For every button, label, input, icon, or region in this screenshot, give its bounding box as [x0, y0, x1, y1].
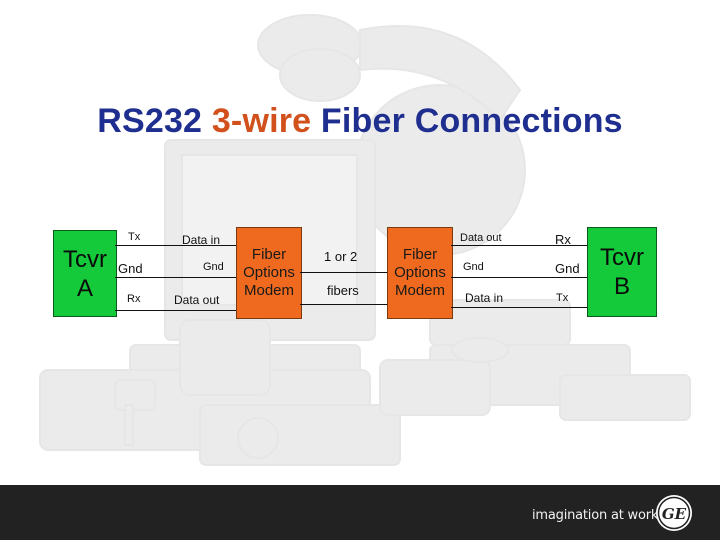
- ge-logo-text: GE: [662, 505, 687, 523]
- transceiver-b-line2: B: [613, 273, 630, 300]
- left-modem-data-out-label: Data out: [174, 293, 220, 307]
- title-part-3: Fiber Connections: [311, 102, 623, 140]
- left-modem-gnd-label: Gnd: [203, 261, 224, 273]
- fiber-line-bottom: [300, 304, 387, 305]
- wire-gnd-left: [115, 277, 236, 278]
- right-modem-gnd-label: Gnd: [463, 261, 484, 273]
- tcvr-a-rx-label: Rx: [127, 293, 141, 305]
- right-modem-data-in-label: Data in: [465, 291, 504, 305]
- left-modem-line2: Options: [243, 264, 295, 281]
- footer-bar: [0, 485, 720, 540]
- transceiver-a-line1: Tcvr: [63, 245, 107, 273]
- title-part-1: RS232: [97, 102, 212, 140]
- fiber-label: fibers: [327, 283, 359, 298]
- wire-data-out-to-rx: [451, 245, 587, 246]
- tcvr-b-tx-label: Tx: [556, 292, 569, 304]
- right-modem-data-out-label: Data out: [460, 232, 502, 244]
- tagline-text: imagination at work: [532, 508, 659, 523]
- right-modem-line1: Fiber: [402, 246, 438, 263]
- fiber-count-label: 1 or 2: [324, 249, 358, 264]
- tcvr-a-gnd-label: Gnd: [118, 261, 143, 276]
- tcvr-a-tx-label: Tx: [128, 231, 141, 243]
- transceiver-a-box: Tcvr A: [53, 230, 117, 317]
- left-modem-line3: Modem: [243, 282, 295, 299]
- right-modem-line3: Modem: [394, 282, 446, 299]
- transceiver-b-box: Tcvr B: [587, 227, 657, 317]
- wire-data-in-to-tx: [451, 307, 587, 308]
- right-modem-line2: Options: [394, 264, 446, 281]
- left-modem-line1: Fiber: [251, 246, 287, 263]
- wire-gnd-right: [451, 277, 587, 278]
- transceiver-a-line2: A: [76, 274, 93, 302]
- left-modem-data-in-label: Data in: [182, 233, 221, 247]
- tcvr-b-gnd-label: Gnd: [555, 261, 580, 276]
- tcvr-b-rx-label: Rx: [555, 232, 571, 247]
- ge-logo-icon: GE: [656, 495, 692, 531]
- wire-tx-to-data-in: [115, 245, 236, 246]
- transceiver-b-line1: Tcvr: [600, 244, 644, 271]
- fiber-line-top: [300, 272, 387, 273]
- title-highlight: 3-wire: [211, 102, 312, 140]
- slide-title: RS232 3-wire Fiber Connections: [0, 102, 720, 141]
- left-fiber-modem-box: Fiber Options Modem: [236, 227, 302, 319]
- wire-rx-to-data-out: [115, 310, 236, 311]
- right-fiber-modem-box: Fiber Options Modem: [387, 227, 453, 319]
